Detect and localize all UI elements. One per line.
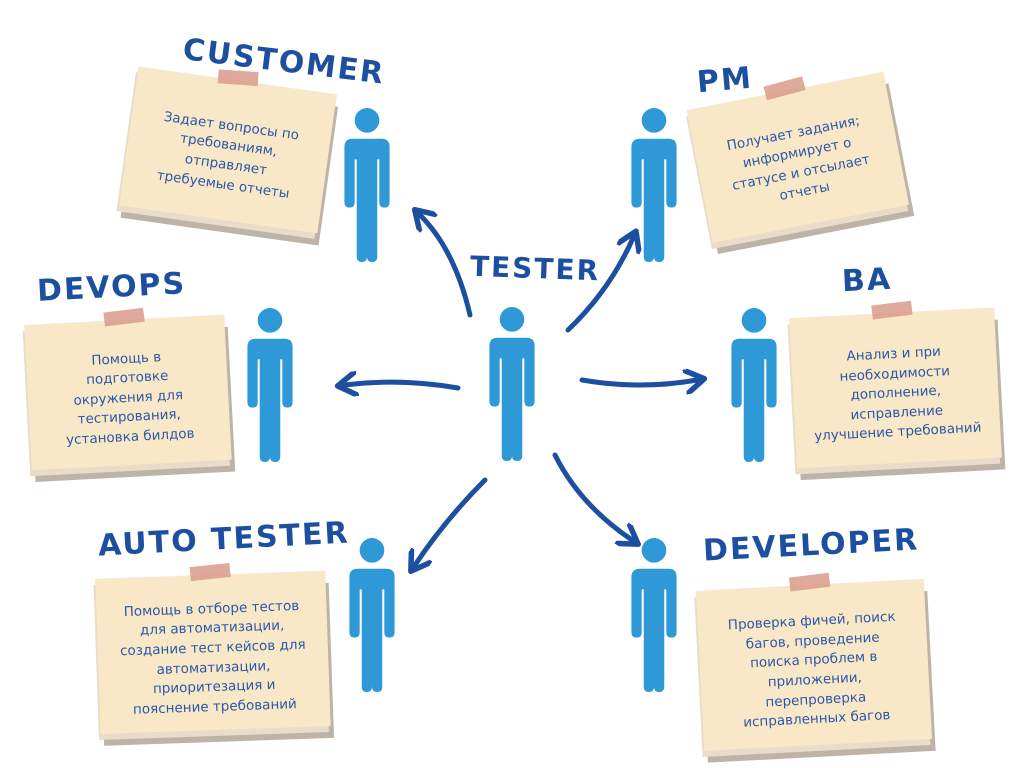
- person-icon-devops: [238, 308, 302, 462]
- arrow-to-ba: [579, 380, 697, 385]
- auto-tester-note: Помощь в отборе тестов для автоматизации…: [95, 562, 331, 734]
- person-icon-developer: [622, 538, 686, 692]
- devops-description: Помощь в подготовке окружения для тестир…: [65, 348, 195, 449]
- arrow-to-developer: [552, 452, 632, 540]
- person-icon-pm: [622, 108, 686, 262]
- pm-description: Получает задания; информирует о статусе …: [725, 113, 871, 205]
- arrow-to-customer: [420, 215, 473, 318]
- customer-description: Задает вопросы по требованиям, отправляе…: [155, 108, 300, 202]
- ba-title: BA: [841, 261, 893, 300]
- ba-note: Анализ и при необходимости дополнение, и…: [789, 300, 1002, 469]
- arrow-to-pm: [565, 238, 633, 333]
- auto-tester-description: Помощь в отборе тестов для автоматизации…: [119, 597, 306, 718]
- person-icon-customer: [335, 108, 399, 262]
- person-icon-ba: [722, 308, 786, 462]
- developer-description: Проверка фичей, поиск багов, проведение …: [727, 608, 896, 731]
- pm-title: PM: [695, 60, 755, 101]
- devops-note: Помощь в подготовке окружения для тестир…: [24, 307, 232, 471]
- arrow-to-auto-tester: [415, 477, 488, 565]
- tester-title: TESTER: [469, 249, 601, 288]
- auto-tester-note-tape: [189, 562, 231, 582]
- customer-note-tape: [217, 69, 259, 87]
- person-icon-tester: [480, 307, 544, 461]
- customer-note: Задает вопросы по требованиям, отправляе…: [119, 66, 337, 234]
- arrow-to-devops: [345, 382, 461, 388]
- person-icon-auto-tester: [340, 538, 404, 692]
- developer-note: Проверка фичей, поиск багов, проведение …: [695, 572, 933, 751]
- ba-description: Анализ и при необходимости дополнение, и…: [813, 343, 982, 445]
